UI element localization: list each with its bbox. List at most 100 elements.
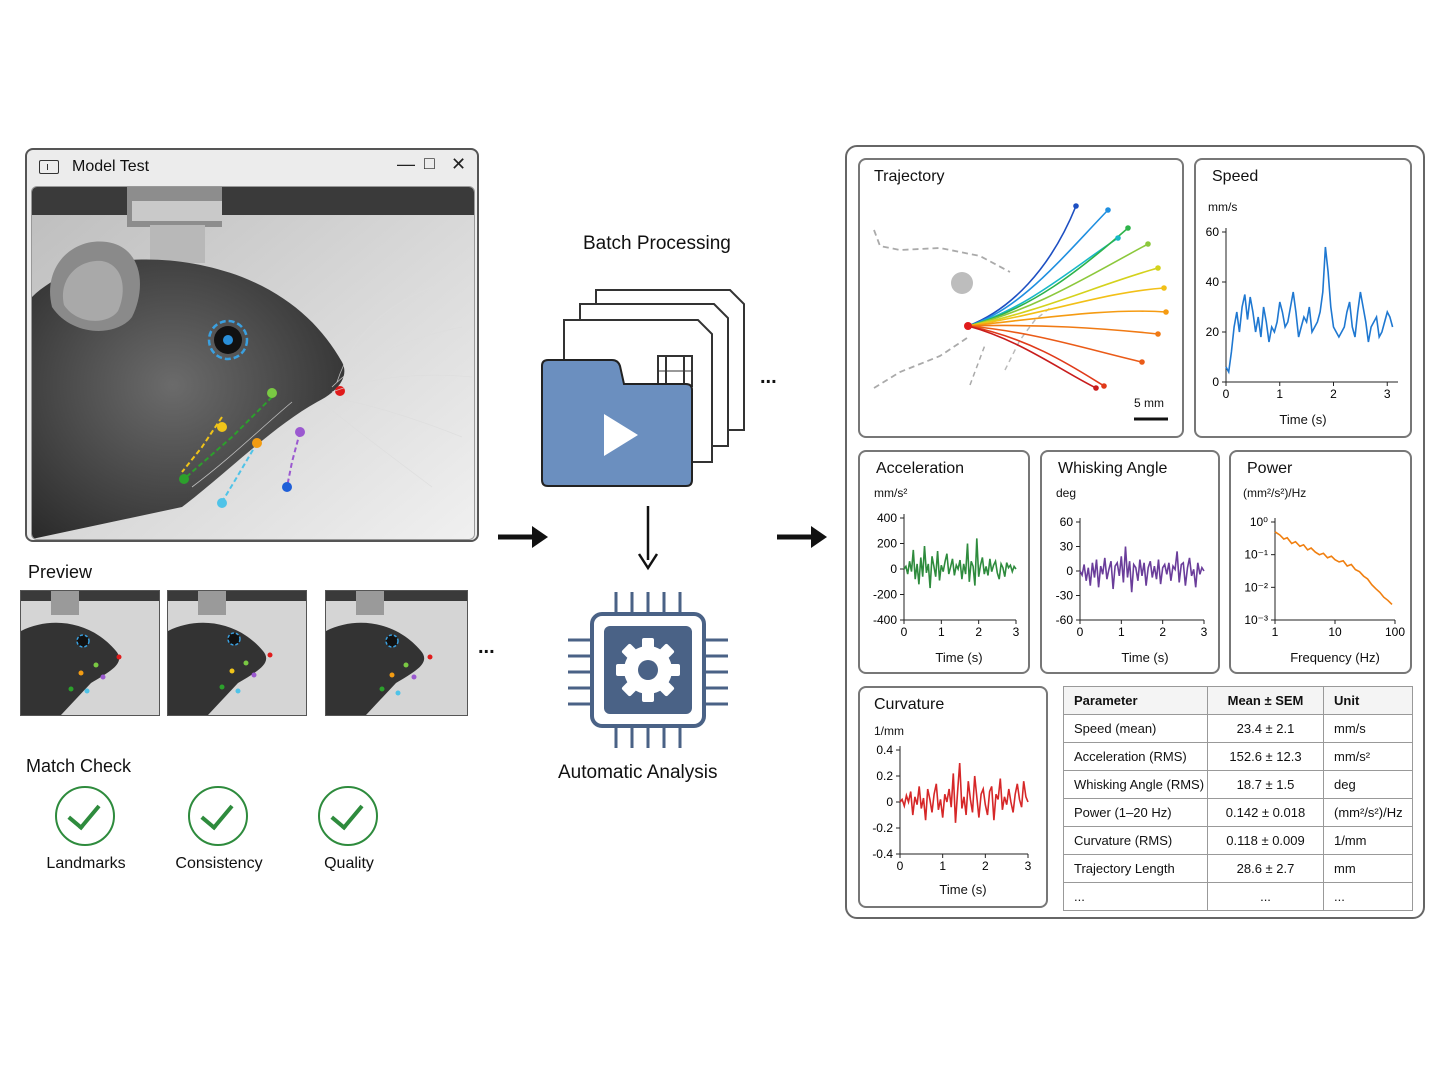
match-check-title: Match Check	[26, 756, 132, 776]
table-cell: (mm²/s²)/Hz	[1323, 798, 1413, 827]
preview-thumbnail[interactable]	[167, 590, 307, 716]
curvature-title: Curvature	[874, 696, 945, 713]
x-tick-label: 0	[901, 625, 908, 639]
y-tick-label: -30	[1056, 589, 1074, 603]
table-cell: deg	[1323, 770, 1413, 799]
x-tick-label: 1	[1276, 387, 1283, 401]
y-tick-label: 60	[1060, 515, 1074, 529]
whisking-angle-xlabel: Time (s)	[1121, 650, 1169, 665]
table-cell: 152.6 ± 12.3	[1207, 742, 1324, 771]
x-tick-label: 3	[1025, 859, 1032, 873]
y-tick-label: 30	[1060, 540, 1074, 554]
thumbnails-more: ...	[478, 636, 495, 658]
y-tick-label: 200	[877, 537, 897, 551]
acceleration-unit: mm/s²	[874, 486, 908, 500]
table-header: Parameter	[1063, 686, 1208, 715]
preview-thumbnail[interactable]	[325, 590, 468, 716]
trajectory-plot	[873, 203, 1169, 421]
y-tick-label: 0	[890, 562, 897, 576]
speed-title: Speed	[1212, 168, 1259, 185]
arrow-down-icon	[637, 506, 659, 571]
maximize-icon[interactable]: □	[424, 153, 435, 173]
batch-processing-title: Batch Processing	[583, 233, 731, 254]
table-cell: ...	[1063, 882, 1208, 911]
y-tick-label: -200	[873, 588, 897, 602]
preview-label: Preview	[28, 562, 93, 582]
check-label-quality: Quality	[324, 855, 374, 872]
x-tick-label: 100	[1385, 625, 1405, 639]
y-tick-label: 0	[1212, 375, 1219, 389]
play-icon	[604, 414, 638, 456]
table-cell: ...	[1207, 882, 1324, 911]
y-tick-label: 0.2	[876, 769, 893, 783]
y-tick-label: -60	[1056, 613, 1074, 627]
preview-thumbnail[interactable]	[20, 590, 160, 716]
trajectory-title: Trajectory	[874, 168, 945, 185]
table-cell: ...	[1323, 882, 1413, 911]
film-icon	[657, 355, 693, 387]
x-tick-label: 1	[939, 859, 946, 873]
table-cell: Curvature (RMS)	[1063, 826, 1208, 855]
table-row: Power (1–20 Hz)0.142 ± 0.018(mm²/s²)/Hz	[1063, 798, 1413, 827]
x-tick-label: 2	[975, 625, 982, 639]
curvature-xlabel: Time (s)	[939, 882, 987, 897]
y-tick-label: -0.2	[872, 821, 893, 835]
whisking-angle-unit: deg	[1056, 486, 1077, 500]
check-icon	[55, 786, 115, 846]
series-line	[899, 762, 1029, 823]
table-cell: 0.142 ± 0.018	[1207, 798, 1324, 827]
y-tick-label: 0.4	[876, 743, 893, 757]
table-cell: 23.4 ± 2.1	[1207, 714, 1324, 743]
x-tick-label: 2	[1159, 625, 1166, 639]
window-title: Model Test	[72, 158, 150, 175]
series-line	[1274, 531, 1393, 605]
y-tick-label: 400	[877, 511, 897, 525]
trajectory-card: Trajectory	[858, 158, 1184, 438]
y-tick-label: 0	[886, 795, 893, 809]
table-cell: Speed (mean)	[1063, 714, 1208, 743]
mouse-image	[31, 186, 475, 540]
x-tick-label: 1	[938, 625, 945, 639]
x-tick-label: 3	[1201, 625, 1208, 639]
table-cell: mm/s²	[1323, 742, 1413, 771]
power-xlabel: Frequency (Hz)	[1290, 650, 1380, 665]
curvature-unit: 1/mm	[874, 724, 904, 738]
x-tick-label: 0	[1077, 625, 1084, 639]
y-tick-label: 10⁻³	[1244, 613, 1268, 627]
power-title: Power	[1247, 460, 1293, 477]
close-icon[interactable]: ✕	[451, 154, 467, 174]
speed-xlabel: Time (s)	[1279, 412, 1327, 427]
table-header: Unit	[1323, 686, 1413, 715]
minimize-icon[interactable]: —	[397, 154, 415, 174]
y-tick-label: -0.4	[872, 847, 893, 861]
x-tick-label: 2	[1330, 387, 1337, 401]
y-tick-label: -400	[873, 613, 897, 627]
check-label-consistency: Consistency	[175, 855, 263, 872]
acceleration-title: Acceleration	[876, 460, 965, 477]
video-batch-icon	[541, 289, 745, 487]
y-tick-label: 60	[1206, 225, 1220, 239]
scale-bar-label: 5 mm	[1134, 396, 1164, 410]
table-header-row: Parameter Mean ± SEM Unit	[1063, 686, 1413, 715]
series-line	[903, 538, 1017, 589]
table-cell: 1/mm	[1323, 826, 1413, 855]
arrow-right-icon	[498, 526, 548, 548]
series-line	[1225, 246, 1394, 375]
batch-more: ...	[760, 366, 777, 388]
y-tick-label: 10⁰	[1250, 515, 1268, 529]
automatic-analysis-title: Automatic Analysis	[558, 762, 718, 783]
gear-chip-icon	[568, 592, 728, 748]
y-tick-label: 10⁻¹	[1244, 548, 1268, 562]
